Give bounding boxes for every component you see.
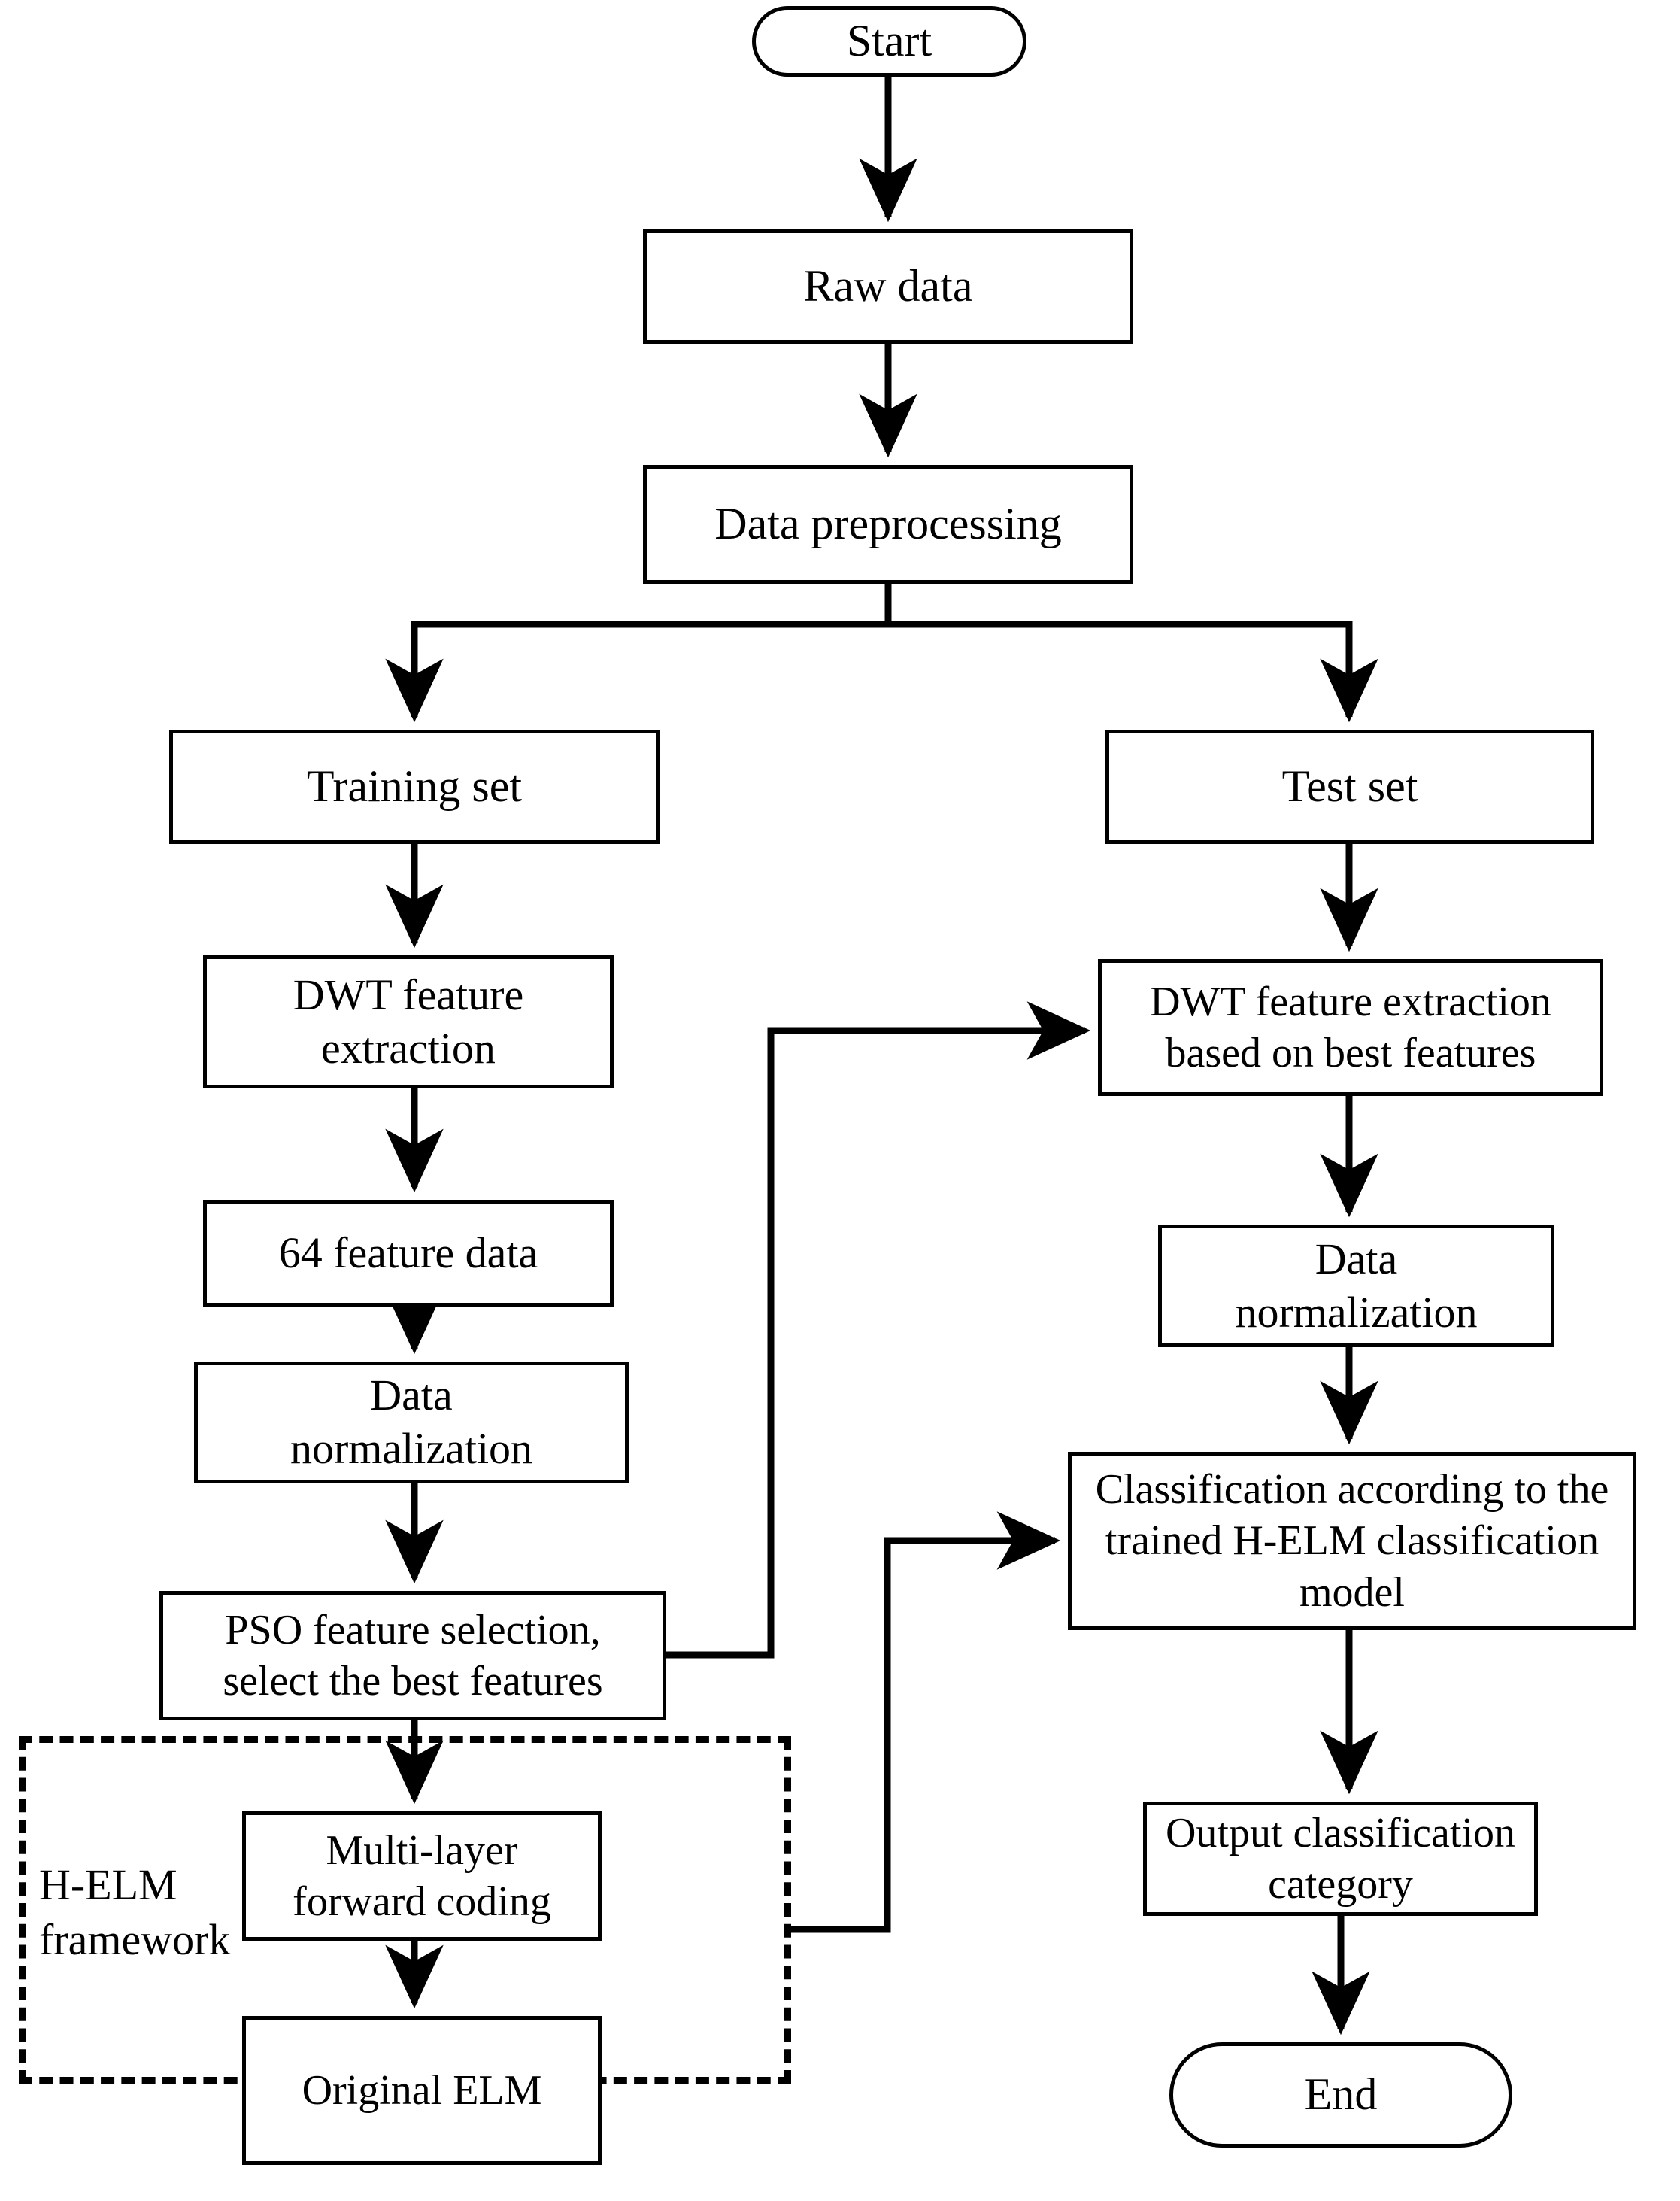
edge-preprocessing-to-training-set — [385, 583, 892, 723]
node-classification-label: Classification according to the trained … — [1095, 1466, 1609, 1616]
node-dwt-feature-extraction-label: DWT feature extraction — [293, 970, 524, 1073]
node-original-elm[interactable]: Original ELM — [242, 2016, 602, 2165]
node-pso-feature-selection-label: PSO feature selection, select the best f… — [223, 1606, 603, 1705]
node-64-feature-data-label: 64 feature data — [278, 1228, 538, 1277]
node-training-set[interactable]: Training set — [169, 730, 660, 844]
node-test-set-label: Test set — [1281, 761, 1418, 812]
node-multilayer-forward-coding-label: Multi-layer forward coding — [293, 1826, 551, 1925]
node-64-feature-data[interactable]: 64 feature data — [203, 1200, 614, 1307]
node-start[interactable]: Start — [752, 6, 1026, 77]
node-data-normalization-left-label: Data normalization — [290, 1371, 533, 1473]
node-training-set-label: Training set — [306, 761, 523, 812]
helm-framework-group-label: H-ELM framework — [39, 1860, 231, 1964]
node-raw-data[interactable]: Raw data — [643, 229, 1133, 344]
node-dwt-best-features[interactable]: DWT feature extraction based on best fea… — [1098, 959, 1603, 1096]
node-pso-feature-selection[interactable]: PSO feature selection, select the best f… — [159, 1591, 666, 1720]
node-end-label: End — [1304, 2069, 1378, 2120]
edge-helm-to-classification — [791, 1511, 1061, 1933]
node-data-preprocessing[interactable]: Data preprocessing — [643, 465, 1133, 584]
node-raw-data-label: Raw data — [803, 261, 973, 311]
node-start-label: Start — [846, 16, 932, 66]
node-end[interactable]: End — [1169, 2042, 1512, 2148]
node-data-normalization-right-label: Data normalization — [1235, 1234, 1478, 1337]
node-classification[interactable]: Classification according to the trained … — [1068, 1452, 1636, 1630]
node-output-category[interactable]: Output classification category — [1143, 1802, 1538, 1916]
node-data-normalization-left[interactable]: Data normalization — [194, 1362, 629, 1483]
node-data-preprocessing-label: Data preprocessing — [714, 499, 1062, 549]
node-dwt-feature-extraction[interactable]: DWT feature extraction — [203, 955, 614, 1088]
node-data-normalization-right[interactable]: Data normalization — [1158, 1225, 1554, 1347]
edge-preprocessing-to-test-set — [884, 583, 1378, 723]
node-dwt-best-features-label: DWT feature extraction based on best fea… — [1150, 978, 1551, 1076]
node-output-category-label: Output classification category — [1165, 1809, 1515, 1908]
node-test-set[interactable]: Test set — [1105, 730, 1594, 844]
edge-pso-to-dwt-best-features — [666, 1001, 1091, 1659]
node-multilayer-forward-coding[interactable]: Multi-layer forward coding — [242, 1811, 602, 1941]
node-original-elm-label: Original ELM — [302, 2066, 542, 2114]
